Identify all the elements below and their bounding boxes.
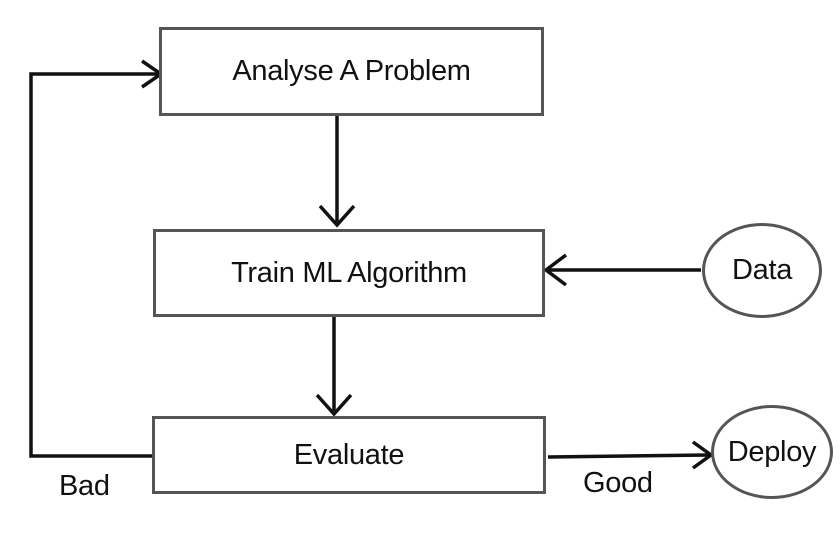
node-data: Data xyxy=(702,223,822,318)
node-deploy: Deploy xyxy=(711,405,833,499)
node-analyse-problem-label: Analyse A Problem xyxy=(232,55,471,87)
arrow-evaluate-to-analyse-loop xyxy=(29,72,158,458)
node-train-ml-algorithm: Train ML Algorithm xyxy=(153,229,545,317)
arrowhead-train-top xyxy=(318,204,356,228)
node-train-ml-algorithm-label: Train ML Algorithm xyxy=(231,256,467,289)
node-evaluate: Evaluate xyxy=(152,416,546,494)
edge-label-good: Good xyxy=(583,467,653,499)
node-data-label: Data xyxy=(731,254,793,286)
arrow-evaluate-to-deploy xyxy=(547,453,710,459)
node-deploy-label: Deploy xyxy=(727,435,817,468)
edge-label-bad: Bad xyxy=(59,470,110,502)
node-analyse-problem: Analyse A Problem xyxy=(159,27,544,116)
arrowhead-train-right xyxy=(543,253,568,287)
node-evaluate-label: Evaluate xyxy=(293,438,405,471)
arrowhead-evaluate-top xyxy=(315,393,353,417)
